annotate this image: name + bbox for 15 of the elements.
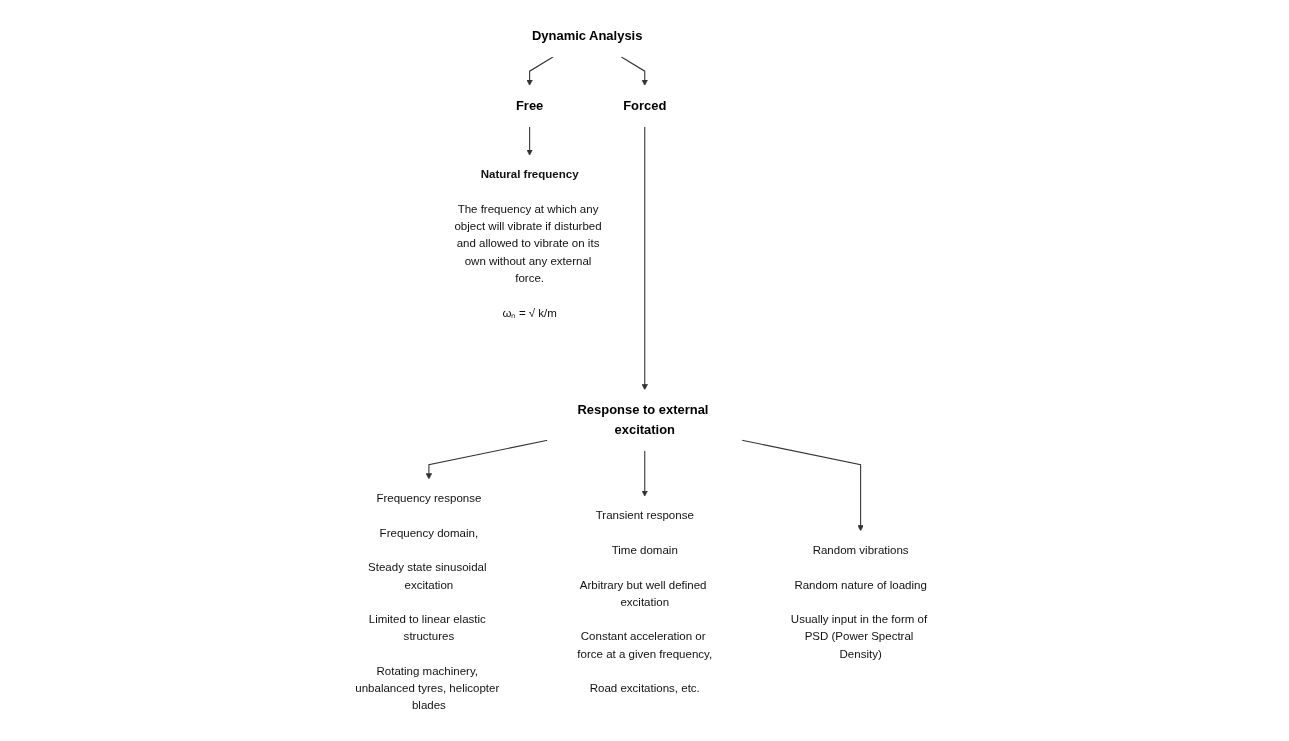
node-text: Response to external excitation <box>577 402 709 437</box>
arrow <box>526 56 554 86</box>
node-text: Random vibrations Random nature of loading Usually input in the form of PSD (Power Spectral Density) <box>790 543 927 660</box>
node-text: Frequency response Frequency domain, Steady state sinusoidal excitation Limited to linear elastic structures Rotating machinery, unbalanced tyres, helicopter blades <box>355 492 500 712</box>
node-text: Free <box>515 98 544 113</box>
arrow <box>425 439 548 480</box>
arrow <box>641 449 648 497</box>
node-text: Forced <box>622 98 667 113</box>
arrow <box>741 439 864 532</box>
arrow <box>641 126 648 391</box>
arrow <box>526 126 533 156</box>
arrow <box>620 56 648 86</box>
node-text: Dynamic Analysis <box>531 28 643 44</box>
node-text: Natural frequency The frequency at which any object will vibrate if disturbed and allowed to vibrate on its own without any external force. ωₙ = √ k/m <box>454 168 602 319</box>
node-text: Transient response Time domain Arbitrary but well defined excitation Constant acceleration or force at a given frequency, Road excitations, etc. <box>577 509 712 695</box>
